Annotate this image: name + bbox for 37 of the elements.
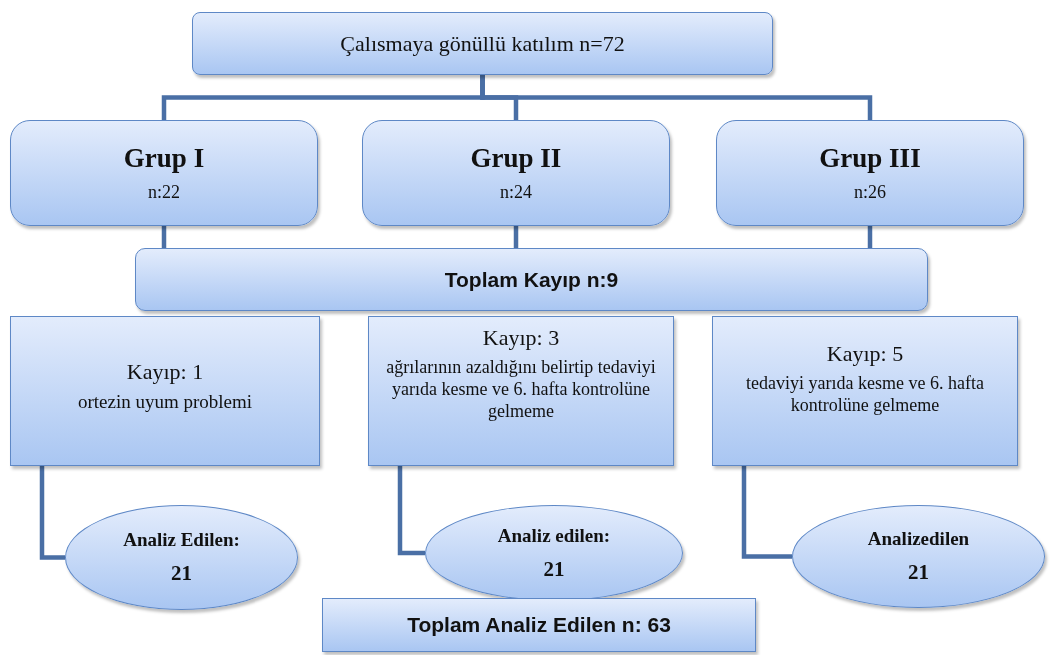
group-box <box>10 120 318 226</box>
connector-line <box>741 466 792 559</box>
summary-box <box>135 248 928 311</box>
result-count: 21 <box>543 556 565 582</box>
group-box <box>716 120 1024 226</box>
loss-reason: ortezin uyum problemi <box>77 391 253 415</box>
loss-box <box>368 316 674 466</box>
group-box <box>362 120 670 226</box>
loss-count: Kayıp: 5 <box>826 341 904 368</box>
connector-line <box>39 466 65 560</box>
count-text: n:22 <box>148 182 180 203</box>
loss-reason: ağrılarının azaldığını belirtip tedaviyi yarıda kesme ve 6. hafta kontrolüne gelmeme <box>385 357 657 423</box>
connector-line <box>161 226 167 248</box>
connector-line <box>397 466 425 556</box>
summary-text: Toplam Analiz Edilen n: 63 <box>407 613 671 637</box>
loss-box <box>712 316 1018 466</box>
process-box <box>192 12 773 75</box>
connector-line <box>867 226 873 248</box>
result-label: Analizedilen <box>867 528 970 550</box>
count-text: n:26 <box>854 182 886 203</box>
group-title: Grup I <box>123 143 205 174</box>
loss-reason: tedaviyi yarıda kesme ve 6. hafta kontrolüne gelmeme <box>745 373 985 417</box>
count-text: n:24 <box>500 182 532 203</box>
result-label: Analiz edilen: <box>497 524 611 547</box>
title-text: Çalısmaya gönüllü katılım n=72 <box>340 30 625 57</box>
loss-box <box>10 316 320 466</box>
loss-count: Kayıp: 1 <box>126 359 204 386</box>
loss-count: Kayıp: 3 <box>482 325 560 352</box>
summary-text: Toplam Kayıp n:9 <box>444 267 619 292</box>
connector-line <box>513 226 519 248</box>
result-label: Analiz Edilen: <box>123 529 240 551</box>
connector-line <box>480 75 873 120</box>
result-count: 21 <box>908 560 929 585</box>
summary-box <box>322 598 756 652</box>
group-title: Grup III <box>819 143 921 174</box>
group-title: Grup II <box>470 143 562 174</box>
result-count: 21 <box>171 561 192 586</box>
